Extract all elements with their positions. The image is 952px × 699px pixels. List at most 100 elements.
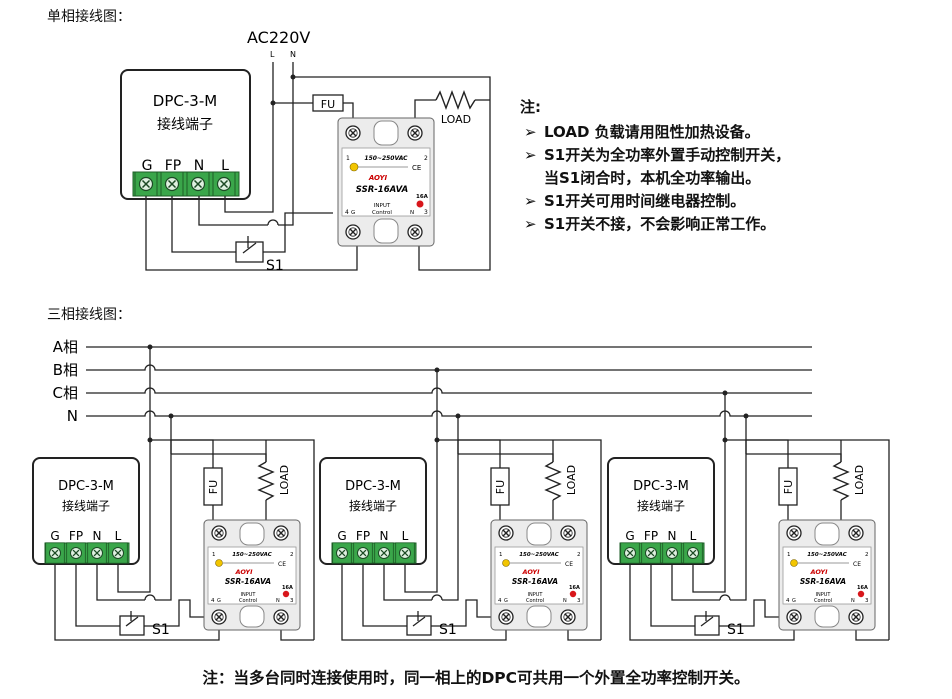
- load-label: LOAD: [441, 113, 471, 126]
- load-resistor: [544, 461, 562, 501]
- terminal-n[interactable]: [87, 542, 107, 564]
- wiring-diagram: AC220V L N DPC-3-M 接线端子 G FP N L: [32, 28, 890, 641]
- terminal-label-n: N: [380, 529, 389, 543]
- fuse-label: FU: [321, 98, 335, 111]
- terminal-l[interactable]: [108, 542, 128, 564]
- switch-s1[interactable]: [694, 611, 720, 636]
- single-phase-title: 单相接线图：: [47, 9, 131, 25]
- terminal-g[interactable]: [332, 542, 352, 564]
- fuse-label: FU: [494, 480, 507, 494]
- terminal-g[interactable]: [134, 171, 158, 197]
- terminal-n[interactable]: [662, 542, 682, 564]
- terminal-label-l: L: [690, 529, 697, 543]
- ssr-brand: AOYI: [368, 174, 388, 182]
- svg-text:CE: CE: [853, 561, 861, 568]
- dpc-box: [319, 457, 427, 565]
- svg-text:2: 2: [577, 552, 581, 558]
- svg-text:16A: 16A: [416, 194, 429, 200]
- terminal-label-l: L: [115, 529, 122, 543]
- svg-text:2: 2: [290, 552, 294, 558]
- terminal-label-g: G: [50, 529, 59, 543]
- svg-text:3: 3: [424, 209, 428, 216]
- phase-label: N: [67, 407, 78, 425]
- dpc-subtitle: 接线端子: [637, 498, 685, 513]
- svg-text:CE: CE: [565, 561, 573, 568]
- svg-text:1: 1: [787, 552, 791, 558]
- svg-text:N: N: [563, 598, 567, 604]
- ssr-voltage: 150~250VAC: [232, 552, 272, 558]
- bus-line: [86, 364, 812, 371]
- switch-s1[interactable]: [406, 611, 432, 636]
- terminal-fp[interactable]: [641, 542, 661, 564]
- dpc-model: DPC-3-M: [345, 479, 401, 494]
- bus-lines: [86, 346, 812, 417]
- terminal-g[interactable]: [620, 542, 640, 564]
- svg-text:1: 1: [499, 552, 503, 558]
- terminal-n[interactable]: [374, 542, 394, 564]
- dpc-model: DPC-3-M: [153, 92, 217, 110]
- load-label: LOAD: [853, 465, 866, 495]
- switch-label: S1: [439, 622, 457, 638]
- svg-text:Control: Control: [526, 598, 544, 604]
- terminal-label-n: N: [93, 529, 102, 543]
- ssr-model: SSR-16AVA: [800, 577, 846, 586]
- note-item: ➢S1开关不接，不会影响正常工作。: [520, 213, 790, 236]
- terminal-g[interactable]: [45, 542, 65, 564]
- svg-text:16A: 16A: [282, 585, 293, 591]
- ssr-brand: AOYI: [809, 568, 828, 576]
- terminal-label-fp: FP: [165, 158, 182, 174]
- fuse: [490, 467, 510, 506]
- fuse: [312, 94, 344, 112]
- svg-text:G: G: [351, 210, 355, 216]
- terminal-n[interactable]: [186, 171, 210, 197]
- dpc-model: DPC-3-M: [633, 479, 689, 494]
- note-item: ➢S1开关为全功率外置手动控制开关，: [520, 144, 790, 167]
- ssr-model: SSR-16AVA: [225, 577, 271, 586]
- terminal-fp[interactable]: [66, 542, 86, 564]
- svg-text:3: 3: [577, 598, 581, 604]
- phase-label: A相: [53, 338, 78, 356]
- svg-text:4: 4: [786, 598, 790, 604]
- supply-n-label: N: [290, 50, 296, 59]
- terminal-fp[interactable]: [160, 171, 184, 197]
- ssr-module: 1 2 150~250VAC CE AOYI SSR-16AVA 16A INP…: [337, 117, 435, 247]
- load-resistor: [435, 90, 476, 110]
- ssr-voltage: 150~250VAC: [364, 155, 408, 162]
- terminal-l[interactable]: [395, 542, 415, 564]
- svg-text:N: N: [851, 598, 855, 604]
- svg-text:CE: CE: [412, 164, 421, 172]
- bullet-icon: ➢: [524, 123, 537, 141]
- svg-text:INPUT: INPUT: [528, 592, 544, 598]
- svg-text:Control: Control: [372, 210, 392, 216]
- terminal-label-fp: FP: [356, 529, 370, 543]
- svg-text:N: N: [410, 210, 414, 216]
- single-phase-diagram: AC220V L N DPC-3-M 接线端子 G FP N L: [120, 28, 491, 274]
- ssr-brand: AOYI: [234, 568, 253, 576]
- dpc-terminal-labels: G FP N L: [142, 158, 230, 174]
- switch-label: S1: [152, 622, 170, 638]
- terminal-label-n: N: [194, 158, 204, 174]
- dpc-subtitle: 接线端子: [62, 498, 110, 513]
- terminal-l[interactable]: [212, 171, 236, 197]
- three-phase-title: 三相接线图：: [47, 307, 131, 323]
- ssr-voltage: 150~250VAC: [807, 552, 847, 558]
- svg-text:Control: Control: [814, 598, 832, 604]
- terminal-fp[interactable]: [353, 542, 373, 564]
- terminal-l[interactable]: [683, 542, 703, 564]
- ssr-model: SSR-16AVA: [512, 577, 558, 586]
- phase-label: B相: [53, 361, 78, 379]
- supply-l-label: L: [270, 50, 275, 59]
- note-item: ➢S1开关可用时间继电器控制。: [520, 190, 790, 213]
- svg-text:G: G: [504, 598, 508, 604]
- notes-panel: 注: ➢LOAD 负载请用阻性加热设备。 ➢S1开关为全功率外置手动控制开关， …: [520, 96, 790, 236]
- switch-s1[interactable]: [235, 236, 264, 263]
- switch-s1[interactable]: [119, 611, 145, 636]
- svg-text:Control: Control: [239, 598, 257, 604]
